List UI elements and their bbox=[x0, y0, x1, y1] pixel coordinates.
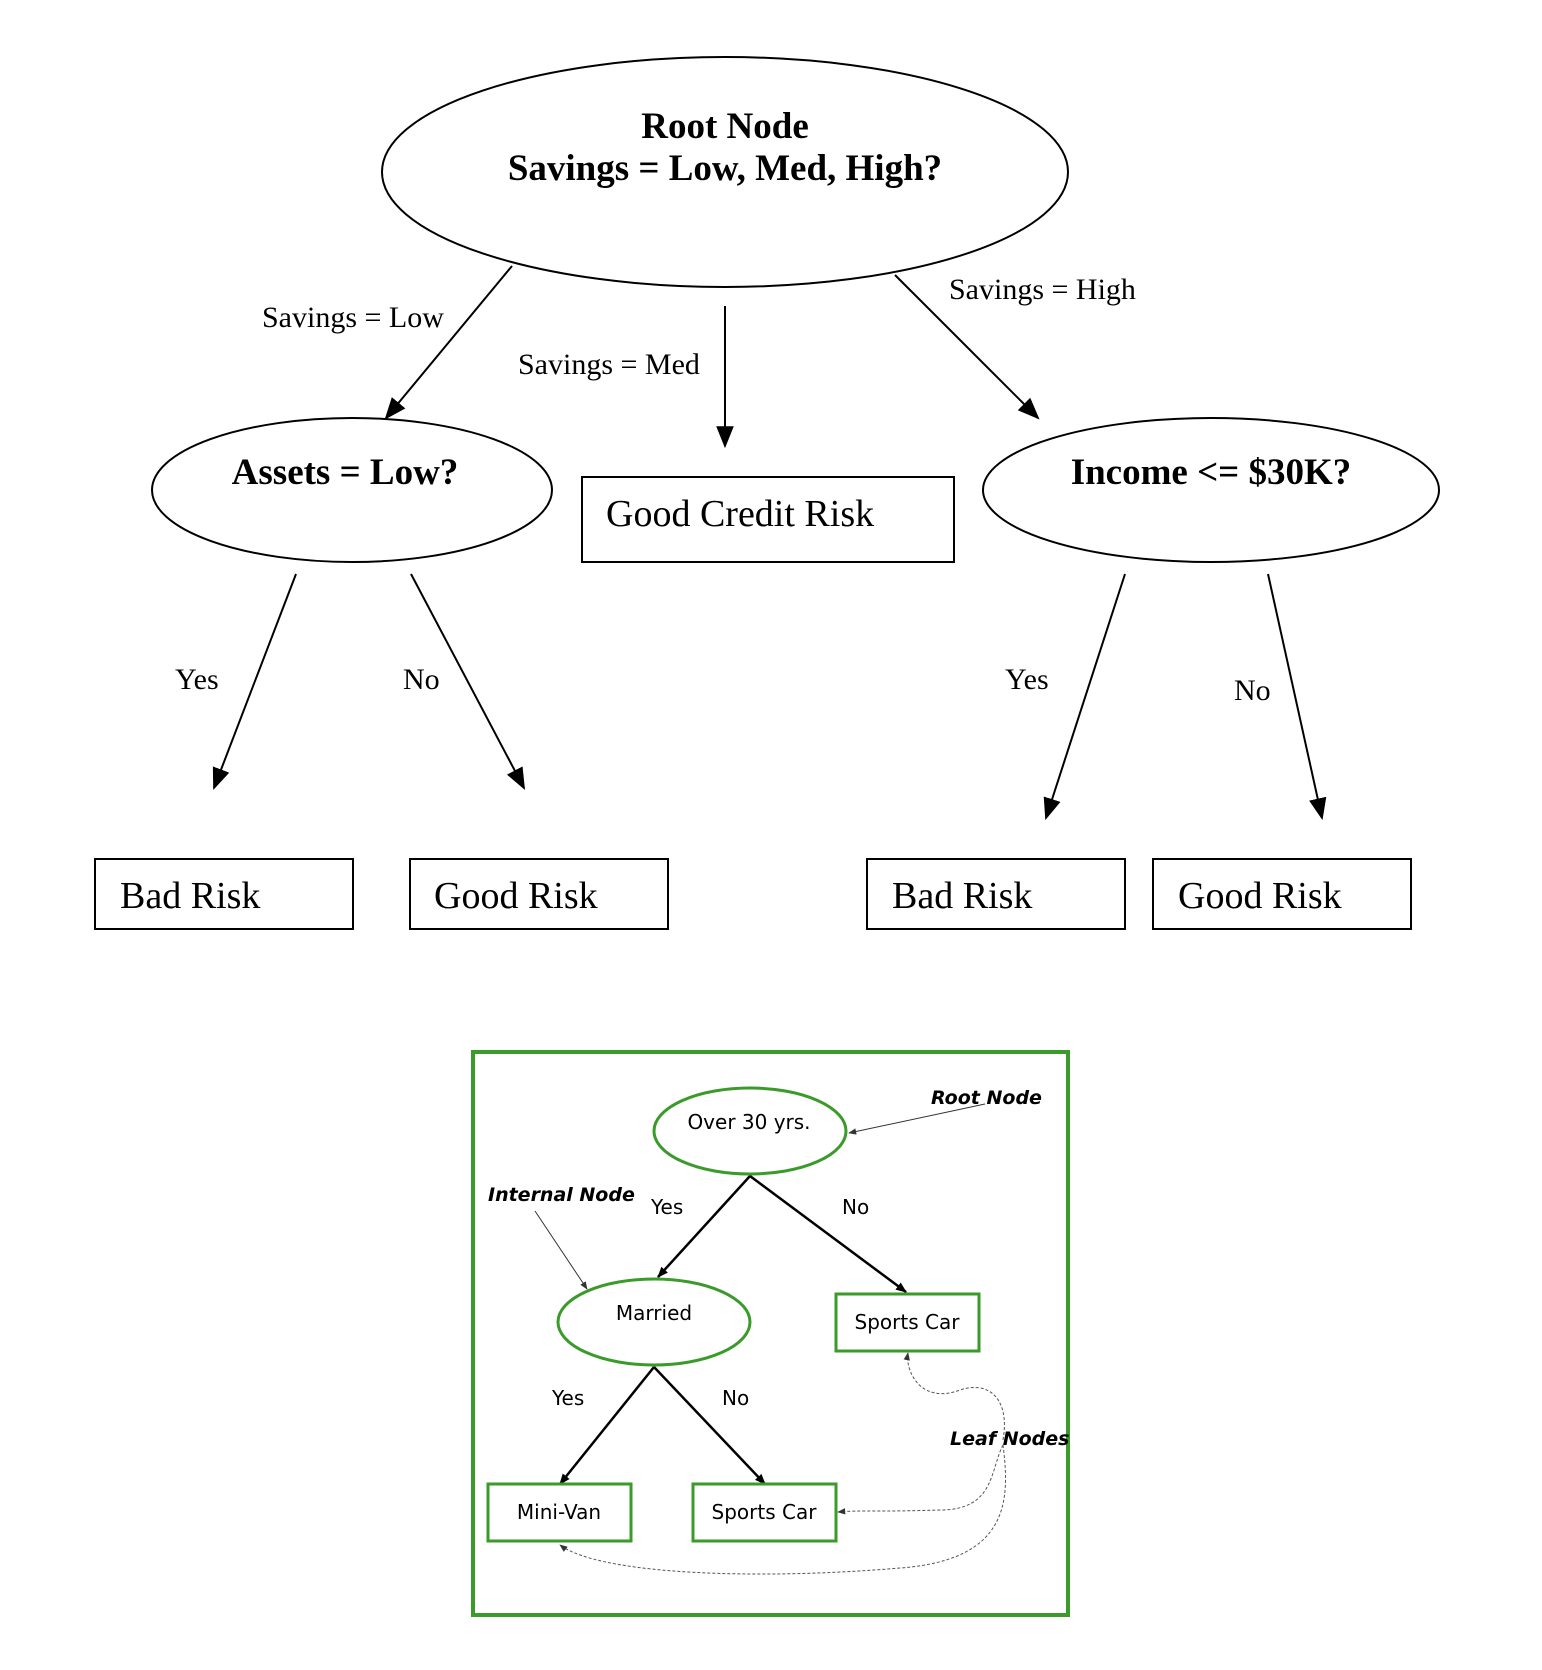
income-node-label: Income <= $30K? bbox=[1071, 452, 1352, 493]
vehicle-edge-root-no bbox=[749, 1174, 907, 1294]
vehicle-leaf-minivan-label: Mini-Van bbox=[517, 1500, 601, 1524]
vehicle-tree-frame bbox=[471, 1050, 1070, 1617]
vehicle-married-label: Married bbox=[616, 1301, 692, 1325]
income-node-ellipse bbox=[982, 417, 1440, 563]
vehicle-leaf-sports-top-label: Sports Car bbox=[855, 1310, 961, 1334]
credit-risk-tree: Root Node Savings = Low, Med, High? Savi… bbox=[94, 56, 1440, 930]
annotation-internal-node: Internal Node bbox=[488, 1184, 635, 1206]
root-node: Root Node Savings = Low, Med, High? bbox=[381, 56, 1069, 288]
annotation-leaf-nodes-pointer-top bbox=[903, 1352, 1005, 1441]
vehicle-edge-label-married-no: No bbox=[722, 1386, 749, 1410]
annotation-root-node: Root Node bbox=[931, 1087, 1042, 1109]
edge-savings-high bbox=[894, 274, 1040, 420]
vehicle-edge-label-married-yes: Yes bbox=[551, 1386, 584, 1410]
vehicle-root-label: Over 30 yrs. bbox=[687, 1110, 810, 1134]
vehicle-leaf-sports-bottom-box bbox=[691, 1482, 838, 1543]
annotation-leaf-nodes: Leaf Nodes bbox=[950, 1428, 1069, 1450]
leaf-assets-no-label: Good Risk bbox=[434, 875, 598, 917]
edge-savings-low bbox=[384, 265, 513, 420]
leaf-assets-yes: Bad Risk bbox=[94, 858, 354, 930]
edge-label-assets-no: No bbox=[403, 663, 440, 696]
root-node-title: Root Node bbox=[641, 106, 809, 147]
leaf-assets-no-box bbox=[409, 858, 669, 930]
leaf-assets-yes-label: Bad Risk bbox=[120, 875, 260, 917]
leaf-income-yes-label: Bad Risk bbox=[892, 875, 1032, 917]
vehicle-tree: Over 30 yrs. Yes No Married Sports Car Y… bbox=[471, 1050, 1070, 1617]
leaf-income-yes-box bbox=[866, 858, 1126, 930]
edge-income-no bbox=[1267, 573, 1327, 821]
edge-label-assets-yes: Yes bbox=[175, 663, 219, 696]
leaf-assets-no: Good Risk bbox=[409, 858, 669, 930]
leaf-good-credit-risk-box bbox=[581, 476, 955, 563]
leaf-good-credit-risk: Good Credit Risk bbox=[581, 476, 955, 563]
annotation-leaf-nodes-pointer-bottom bbox=[559, 1444, 1007, 1575]
leaf-income-yes: Bad Risk bbox=[866, 858, 1126, 930]
edge-label-savings-med: Savings = Med bbox=[518, 348, 700, 381]
vehicle-edge-label-root-no: No bbox=[842, 1195, 869, 1219]
income-node: Income <= $30K? bbox=[982, 417, 1440, 563]
assets-node-label: Assets = Low? bbox=[232, 452, 459, 493]
annotation-root-node-pointer bbox=[848, 1103, 986, 1135]
vehicle-edge-married-no bbox=[653, 1366, 766, 1485]
vehicle-edge-label-root-yes: Yes bbox=[650, 1195, 683, 1219]
root-node-ellipse bbox=[381, 56, 1069, 288]
vehicle-edge-married-yes bbox=[559, 1366, 655, 1485]
vehicle-leaf-sports-bottom-label: Sports Car bbox=[712, 1500, 818, 1524]
vehicle-leaf-sports-top-box bbox=[834, 1292, 981, 1353]
assets-node-ellipse bbox=[151, 417, 553, 563]
root-node-question: Savings = Low, Med, High? bbox=[508, 148, 942, 189]
edge-label-income-yes: Yes bbox=[1005, 663, 1049, 696]
edge-label-savings-low: Savings = Low bbox=[262, 301, 444, 334]
edge-label-savings-high: Savings = High bbox=[949, 273, 1136, 306]
vehicle-edge-root-yes bbox=[657, 1175, 751, 1278]
annotation-leaf-nodes-pointer-middle bbox=[837, 1444, 1004, 1515]
edge-income-yes bbox=[1043, 573, 1126, 821]
leaf-income-no: Good Risk bbox=[1152, 858, 1412, 930]
annotation-internal-node-pointer bbox=[534, 1210, 588, 1290]
edge-assets-no bbox=[410, 573, 526, 790]
leaf-assets-yes-box bbox=[94, 858, 354, 930]
edge-label-income-no: No bbox=[1234, 674, 1271, 707]
leaf-income-no-label: Good Risk bbox=[1178, 875, 1342, 917]
assets-node: Assets = Low? bbox=[151, 417, 553, 563]
vehicle-root-ellipse bbox=[652, 1086, 848, 1176]
leaf-income-no-box bbox=[1152, 858, 1412, 930]
edge-assets-yes bbox=[212, 573, 297, 791]
leaf-good-credit-risk-label: Good Credit Risk bbox=[606, 493, 874, 535]
vehicle-leaf-minivan-box bbox=[486, 1482, 633, 1543]
vehicle-married-ellipse bbox=[556, 1277, 752, 1367]
